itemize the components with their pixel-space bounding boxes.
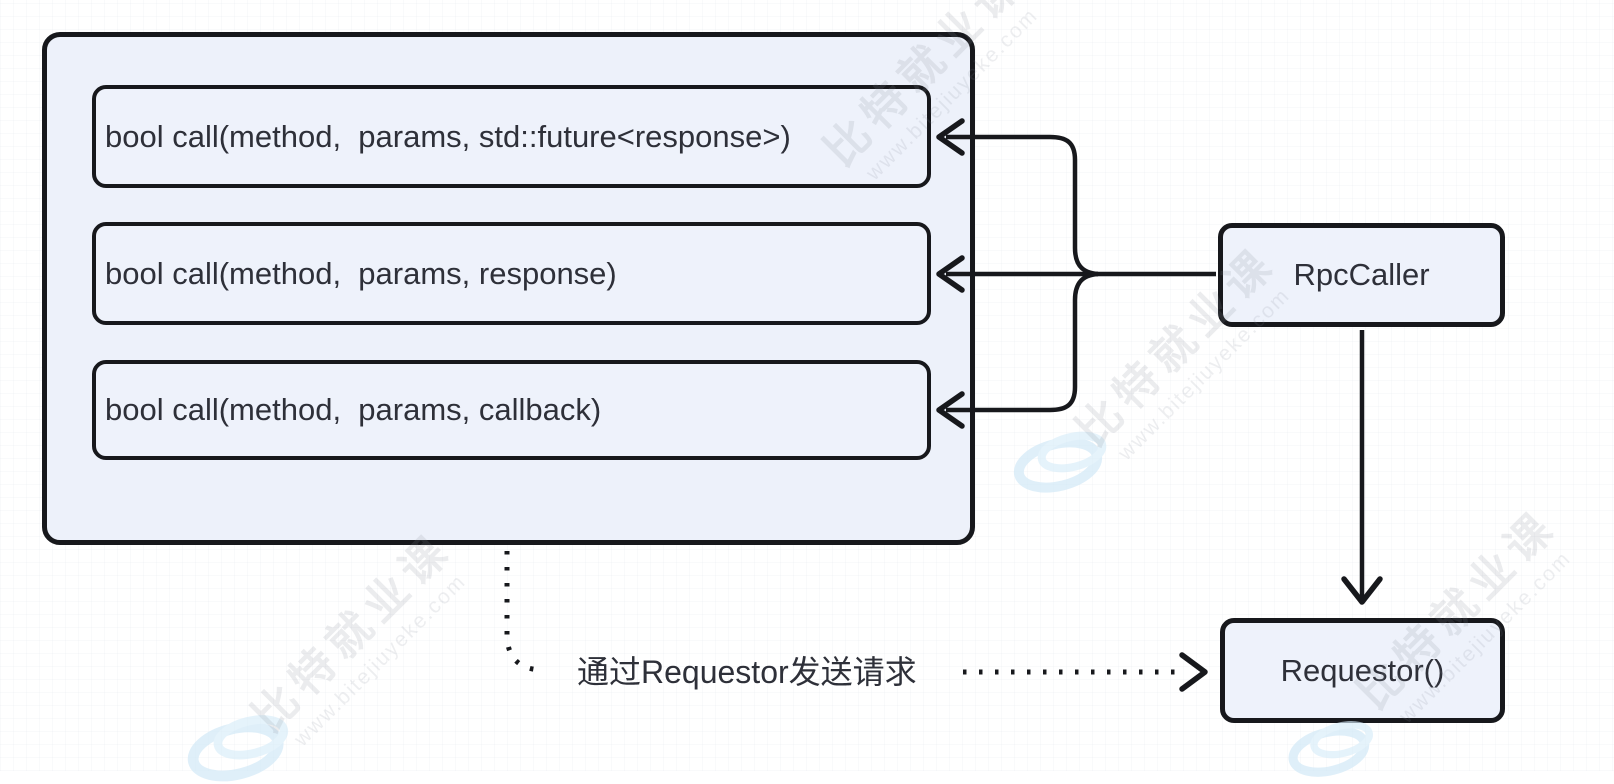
- dotted-edge-label: 通过Requestor发送请求: [577, 654, 917, 690]
- method-signature: bool call(method, params, response): [105, 255, 617, 291]
- watermark-logo-icon: [1013, 431, 1107, 493]
- method-box-future: bool call(method, params, std::future<re…: [92, 85, 931, 188]
- node-rpccaller: RpcCaller: [1218, 223, 1505, 327]
- watermark-logo-icon: [1288, 721, 1374, 777]
- method-panel: bool call(method, params, std::future<re…: [42, 32, 975, 545]
- watermark: 比特就业课 www.bitejiuyeke.com: [235, 515, 481, 761]
- node-rpccaller-label: RpcCaller: [1293, 257, 1430, 292]
- node-requestor-label: Requestor(): [1280, 652, 1445, 688]
- watermark-logo-icon: [187, 715, 289, 782]
- method-box-callback: bool call(method, params, callback): [92, 360, 931, 460]
- method-signature: bool call(method, params, callback): [105, 392, 602, 427]
- watermark-url: www.bitejiuyeke.com: [289, 569, 471, 751]
- method-signature: bool call(method, params, std::future<re…: [105, 118, 791, 154]
- edge-panel-to-requestor-dotted: [504, 551, 543, 673]
- node-requestor: Requestor(): [1220, 618, 1505, 723]
- arrowhead-down-icon: [1341, 576, 1383, 605]
- method-box-response: bool call(method, params, response): [92, 222, 931, 325]
- watermark-brand: 比特就业课: [243, 523, 462, 742]
- arrowhead-right-icon: [1179, 652, 1208, 692]
